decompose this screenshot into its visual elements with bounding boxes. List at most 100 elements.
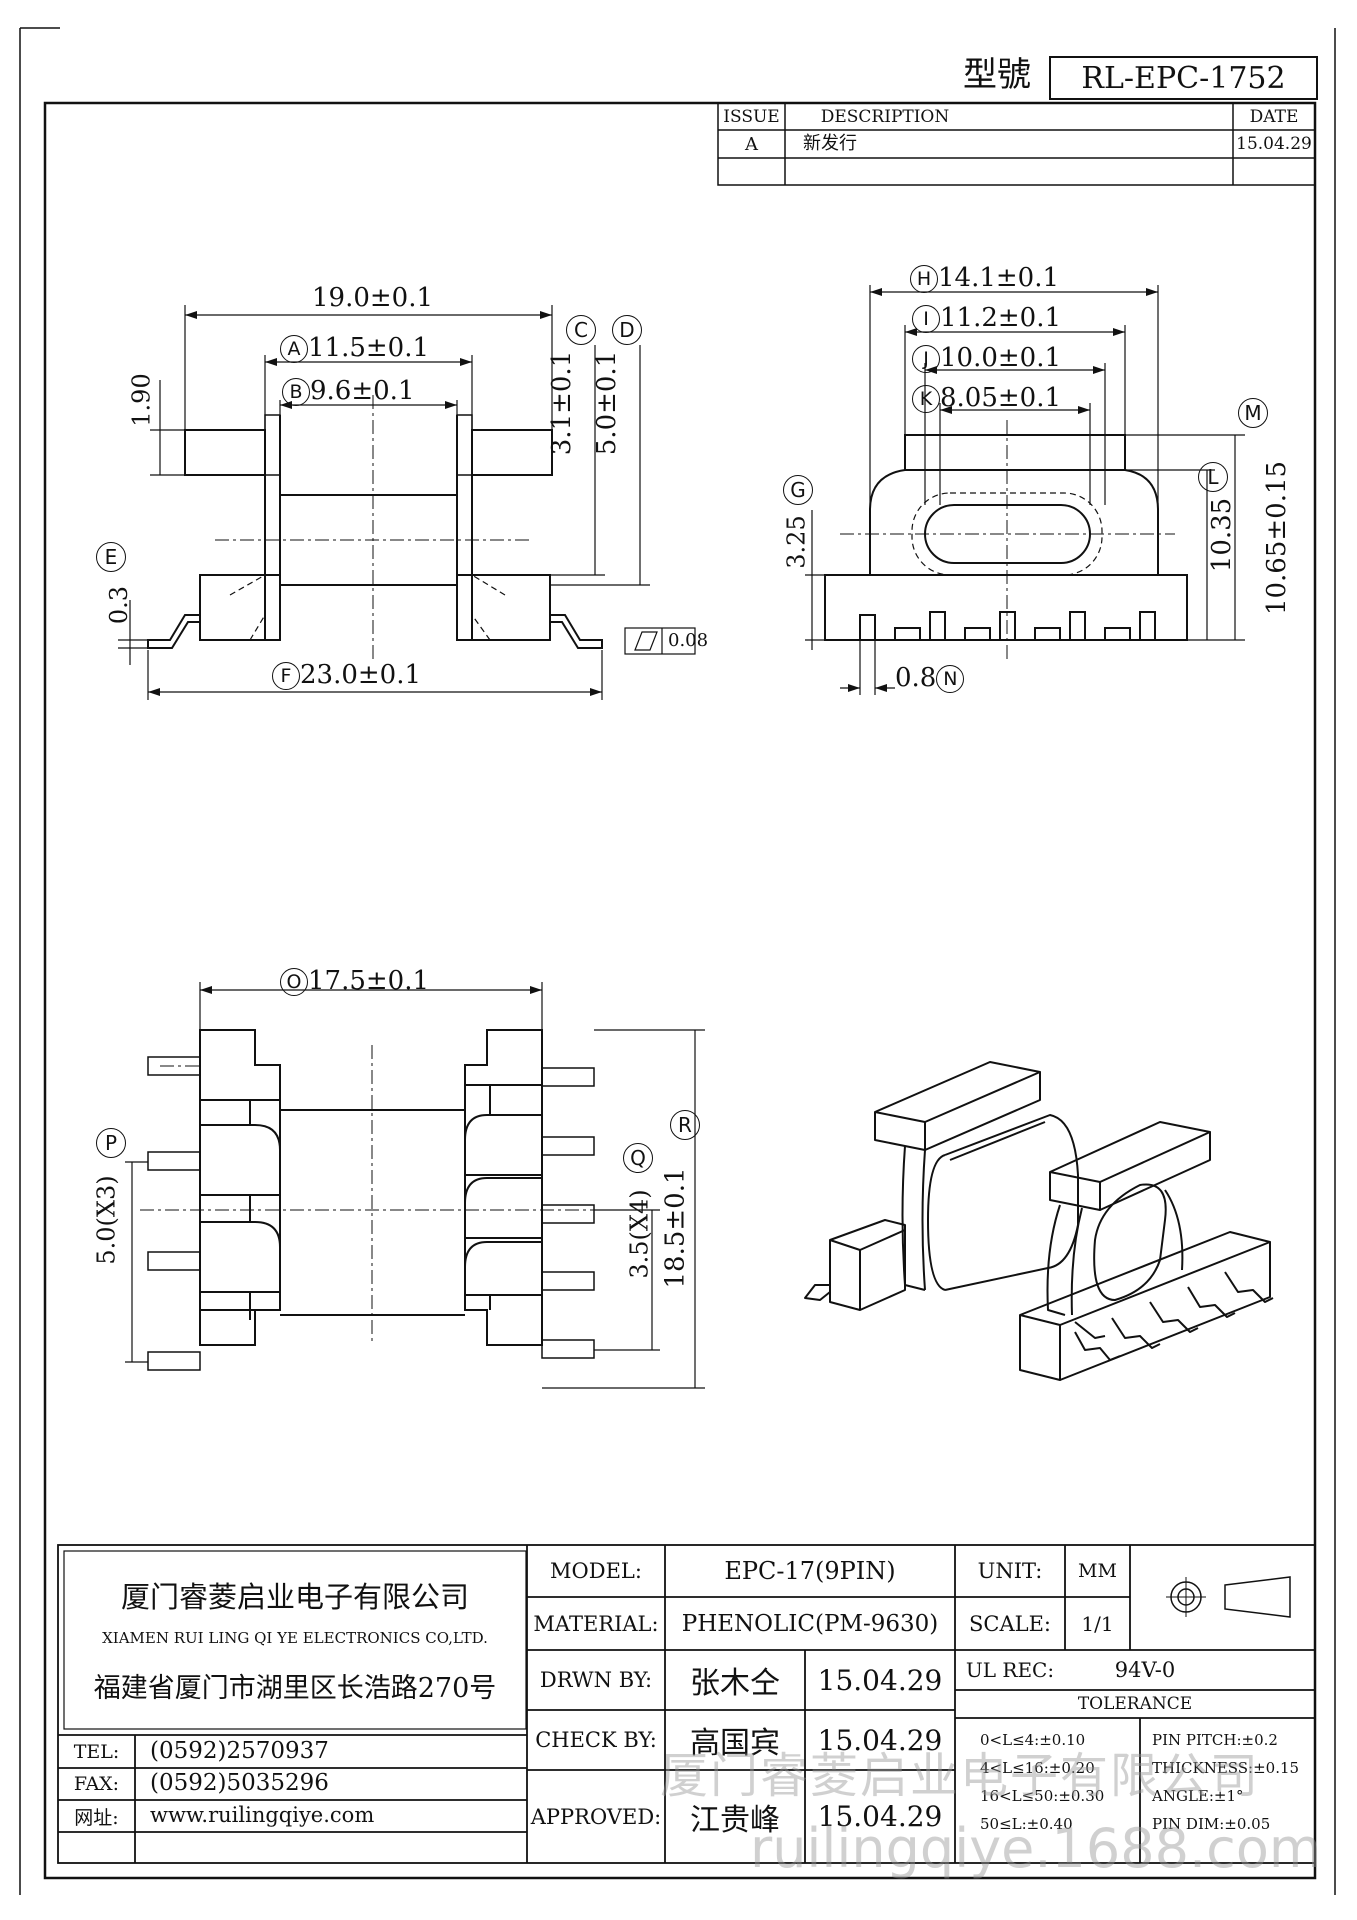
corner-marks	[19, 27, 1336, 1895]
letter-j-circle: J	[912, 345, 940, 373]
tel-label: TEL:	[73, 1740, 120, 1763]
tb-ul-value: 94V-0	[1114, 1658, 1176, 1682]
front-view-hidden	[229, 574, 506, 641]
projection-symbol	[1166, 1576, 1291, 1618]
letter-e-circle: E	[96, 542, 126, 572]
dim-q-text: 3.5(X4)	[625, 1189, 654, 1279]
fax-value: (0592)5035296	[150, 1770, 329, 1796]
letter-o-circle: O	[280, 968, 308, 996]
rev-col-description: DESCRIPTION	[820, 106, 950, 127]
front-view	[147, 414, 603, 649]
model-number: RL-EPC-1752	[1081, 60, 1286, 96]
rev-issue: A	[745, 133, 758, 155]
tol-right-1: PIN PITCH:±0.2	[1152, 1731, 1278, 1749]
letter-q-circle: Q	[623, 1143, 653, 1173]
tb-model-value: EPC-17(9PIN)	[724, 1557, 896, 1585]
bottom-view-dimlines	[125, 982, 705, 1389]
tb-drawn-label: DRWN BY:	[539, 1668, 653, 1692]
letter-i-circle: I	[912, 305, 940, 333]
dim-h1035: 10.35	[1207, 497, 1238, 573]
tb-material-label: MATERIAL:	[533, 1611, 659, 1636]
tb-ul-label: UL REC:	[965, 1658, 1055, 1682]
dim-r-text: 18.5±0.1	[660, 1167, 691, 1289]
dim-e-text: 0.3	[105, 585, 134, 625]
main-frame	[43, 101, 1317, 1880]
revision-table-lines	[717, 102, 1316, 186]
dim-j-text: 10.0±0.1	[940, 343, 1062, 373]
letter-k-circle: K	[912, 385, 940, 413]
letter-c-circle: C	[566, 315, 596, 345]
tb-drawn-date: 15.04.29	[817, 1663, 943, 1697]
watermark-url: ruilingqiye.1688.com	[750, 1817, 1322, 1880]
web-value: www.ruilingqiye.com	[150, 1803, 375, 1827]
rev-col-date: DATE	[1249, 106, 1299, 127]
side-view-dimlines	[805, 285, 1245, 695]
title-block-lines	[57, 1544, 1316, 1864]
letter-g-circle: G	[783, 475, 813, 505]
letter-f-circle: F	[272, 662, 300, 690]
side-view-centerlines	[840, 420, 1175, 660]
tb-approved-label: APPROVED:	[530, 1804, 662, 1829]
tb-unit-label: UNIT:	[977, 1559, 1043, 1583]
front-view-centerlines	[215, 395, 530, 660]
tol-left-3: 16<L≤50:±0.30	[980, 1787, 1105, 1805]
rev-col-issue: ISSUE	[723, 106, 780, 127]
dim-c-text: 3.1±0.1	[547, 350, 578, 456]
tol-left-2: 4<L≤16:±0.20	[980, 1759, 1095, 1777]
side-view-hidden	[911, 492, 1103, 576]
watermark-company: 厦门睿菱启业电子有限公司	[660, 1748, 1261, 1804]
model-label: 型號	[963, 55, 1031, 95]
tb-model-label: MODEL:	[550, 1559, 642, 1583]
bottom-view	[147, 1029, 595, 1371]
letter-r-circle: R	[670, 1110, 700, 1140]
tolerance-right-list: PIN PITCH:±0.2 THICKNESS:±0.15 ANGLE:±1°…	[1152, 1726, 1299, 1838]
tol-left-4: 50≤L:±0.40	[980, 1815, 1073, 1833]
bottom-view-centerlines	[140, 1045, 610, 1345]
dim-h-text: 14.1±0.1	[938, 263, 1060, 293]
tol-right-3: ANGLE:±1°	[1152, 1787, 1244, 1805]
dim-a-text: 11.5±0.1	[308, 333, 430, 363]
tol-right-2: THICKNESS:±0.15	[1152, 1759, 1300, 1777]
tel-value: (0592)2570937	[150, 1738, 329, 1764]
company-address: 福建省厦门市湖里区长浩路270号	[93, 1672, 497, 1704]
tb-approved-date: 15.04.29	[817, 1800, 943, 1833]
company-name-cn: 厦门睿菱启业电子有限公司	[120, 1580, 469, 1614]
dim-i-text: 11.2±0.1	[940, 303, 1062, 333]
letter-d-circle: D	[612, 315, 642, 345]
tb-approved-by: 江贵峰	[690, 1802, 780, 1838]
tb-check-date: 15.04.29	[817, 1723, 943, 1757]
fax-label: FAX:	[73, 1773, 120, 1795]
web-label: 网址:	[74, 1806, 119, 1829]
dim-d-text: 5.0±0.1	[592, 350, 623, 456]
dim-n-text: 0.8	[895, 663, 937, 693]
bottom-view-arrows	[200, 986, 542, 994]
dim-b-text: 9.6±0.1	[310, 376, 415, 406]
tb-check-label: CHECK BY:	[535, 1728, 657, 1752]
tolerance-left-list: 0<L≤4:±0.10 4<L≤16:±0.20 16<L≤50:±0.30 5…	[980, 1726, 1104, 1838]
dim-f-text: 23.0±0.1	[300, 660, 422, 690]
tol-right-4: PIN DIM:±0.05	[1152, 1815, 1271, 1833]
flatness-value: 0.08	[668, 630, 709, 651]
dim-p-text: 5.0(X3)	[92, 1175, 121, 1265]
tb-unit-value: MM	[1078, 1560, 1117, 1582]
front-view-dimlines	[118, 305, 696, 700]
front-view-arrows	[148, 311, 602, 696]
side-view	[824, 434, 1188, 641]
model-number-box	[1049, 56, 1318, 100]
tb-drawn-by: 张木仝	[690, 1666, 780, 1701]
tb-material-value: PHENOLIC(PM-9630)	[681, 1610, 939, 1637]
company-name-en: XIAMEN RUI LING QI YE ELECTRONICS CO,LTD…	[102, 1629, 488, 1647]
dim-k-text: 8.05±0.1	[940, 383, 1062, 413]
tb-scale-value: 1/1	[1081, 1611, 1114, 1636]
letter-n-circle: N	[936, 665, 965, 693]
letter-b-circle: B	[282, 378, 310, 406]
